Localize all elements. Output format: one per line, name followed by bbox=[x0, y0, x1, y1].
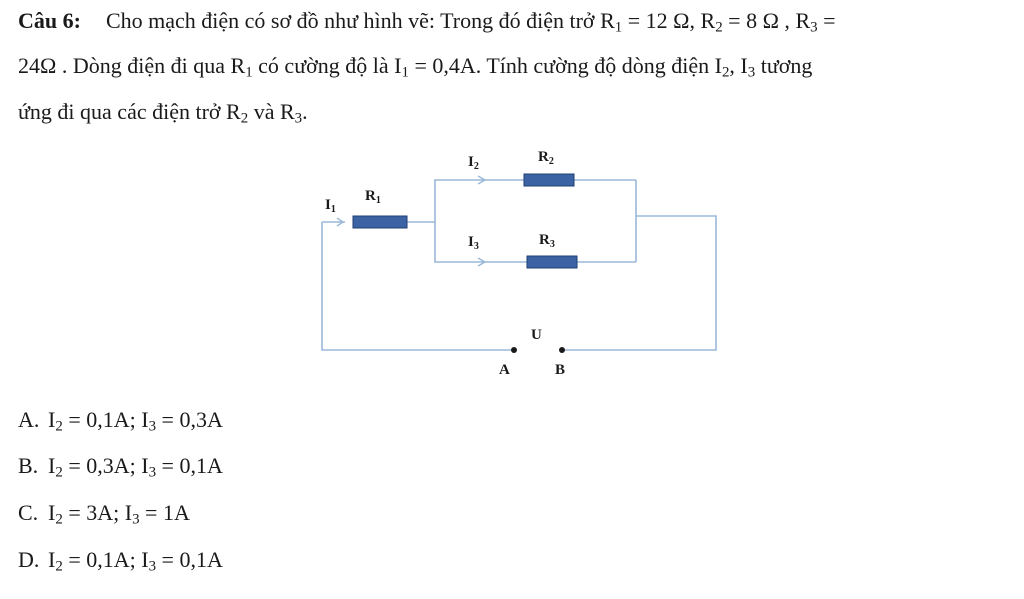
resistor-r1 bbox=[352, 215, 408, 229]
option-c[interactable]: C.I2 = 3A; I3 = 1A bbox=[18, 500, 190, 528]
question-line-3: ứng đi qua các điện trở R2 và R3. bbox=[18, 99, 308, 127]
label-b: B bbox=[555, 362, 565, 378]
arrow-i2-icon bbox=[477, 175, 487, 185]
question-number: Câu 6: bbox=[18, 8, 81, 33]
label-a: A bbox=[499, 362, 510, 378]
current-arrows bbox=[336, 175, 487, 267]
question-text: Cho mạch điện có sơ đồ như hình vẽ: Tron… bbox=[105, 8, 601, 33]
arrow-i1-icon bbox=[336, 217, 345, 227]
terminal-b bbox=[559, 347, 565, 353]
resistor-r3 bbox=[526, 255, 578, 269]
resistor-r2 bbox=[523, 173, 575, 187]
terminal-a bbox=[511, 347, 517, 353]
option-a[interactable]: A.I2 = 0,1A; I3 = 0,3A bbox=[18, 407, 223, 435]
label-r3: R3 bbox=[539, 232, 555, 250]
arrow-i3-icon bbox=[477, 257, 487, 267]
label-i2: I2 bbox=[468, 154, 479, 172]
option-d[interactable]: D.I2 = 0,1A; I3 = 0,1A bbox=[18, 547, 223, 575]
option-b[interactable]: B.I2 = 0,3A; I3 = 0,1A bbox=[18, 453, 223, 481]
label-r2: R2 bbox=[538, 149, 554, 167]
label-i1: I1 bbox=[325, 197, 336, 215]
question-line-2: 24Ω . Dòng điện đi qua R1 có cường độ là… bbox=[18, 53, 813, 81]
label-u: U bbox=[531, 327, 542, 343]
label-i3: I3 bbox=[468, 234, 479, 252]
label-r1: R1 bbox=[365, 188, 381, 206]
circuit-wires bbox=[321, 179, 717, 351]
question-line-1: Câu 6: Cho mạch điện có sơ đồ như hình v… bbox=[18, 8, 836, 36]
